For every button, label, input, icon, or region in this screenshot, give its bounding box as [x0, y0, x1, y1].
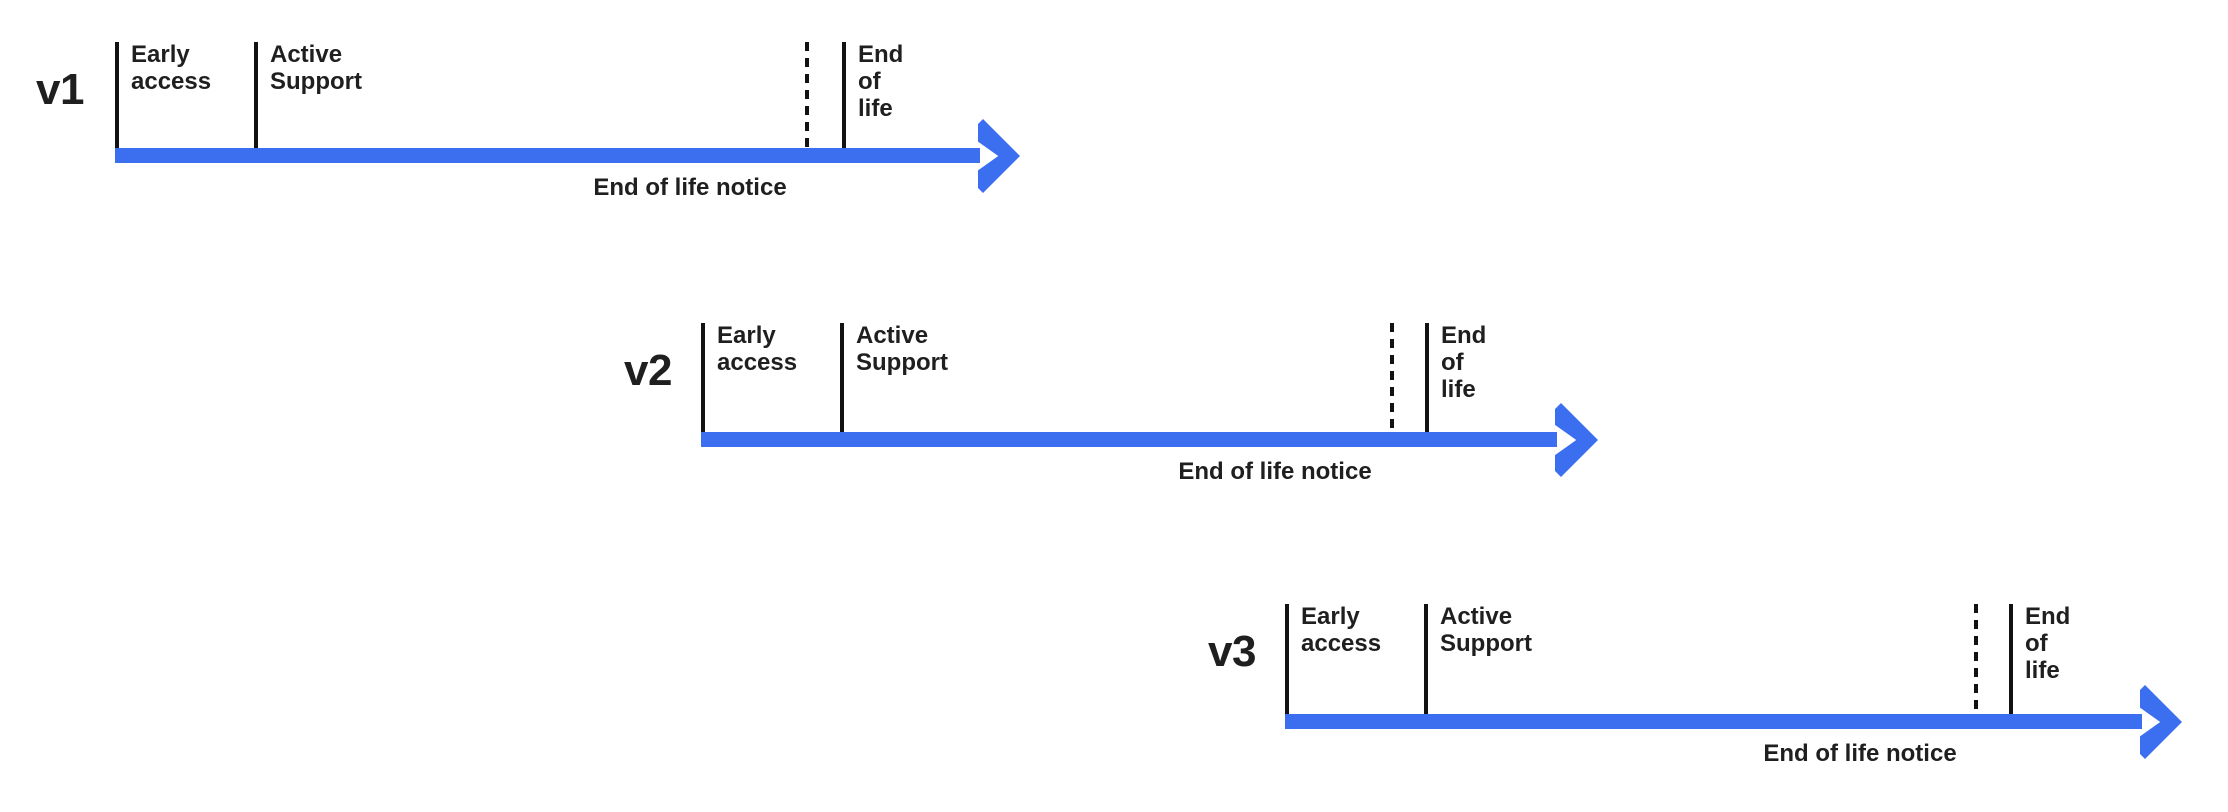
phase-divider-3	[842, 42, 846, 148]
phase-label-2: Active Support	[270, 41, 362, 95]
shaft-caption: End of life notice	[1763, 740, 1957, 767]
phase-label-2: Active Support	[856, 322, 948, 376]
phase-label-2: Active Support	[1440, 603, 1532, 657]
phase-label-1: Early access	[131, 41, 212, 95]
timeline-shaft	[115, 148, 980, 163]
version-label-v1: v1	[36, 65, 84, 114]
phase-label-1: Early access	[717, 322, 798, 376]
timeline-arrowhead-icon	[1555, 402, 1598, 477]
phase-divider-1	[701, 323, 705, 432]
phase-divider-1	[1285, 604, 1289, 714]
timeline-arrowhead-icon	[978, 118, 1020, 193]
phase-divider-2	[1424, 604, 1428, 714]
end-of-life-notice-divider	[805, 42, 809, 148]
end-of-life-notice-divider	[1390, 323, 1394, 432]
timeline-shaft	[1285, 714, 2142, 729]
phase-divider-3	[1425, 323, 1429, 432]
version-label-v3: v3	[1208, 627, 1256, 676]
version-label-v2: v2	[624, 346, 672, 395]
phase-divider-3	[2009, 604, 2013, 714]
phase-divider-1	[115, 42, 119, 148]
phase-label-3: End of life	[2025, 603, 2071, 684]
phase-label-3: End of life	[858, 41, 904, 122]
shaft-caption: End of life notice	[593, 174, 787, 201]
timeline-arrowhead-icon	[2140, 684, 2182, 759]
end-of-life-notice-divider	[1974, 604, 1978, 714]
shaft-caption: End of life notice	[1178, 458, 1372, 485]
phase-label-1: Early access	[1301, 603, 1382, 657]
phase-divider-2	[254, 42, 258, 148]
phase-divider-2	[840, 323, 844, 432]
timeline-shaft	[701, 432, 1557, 447]
phase-label-3: End of life	[1441, 322, 1487, 403]
